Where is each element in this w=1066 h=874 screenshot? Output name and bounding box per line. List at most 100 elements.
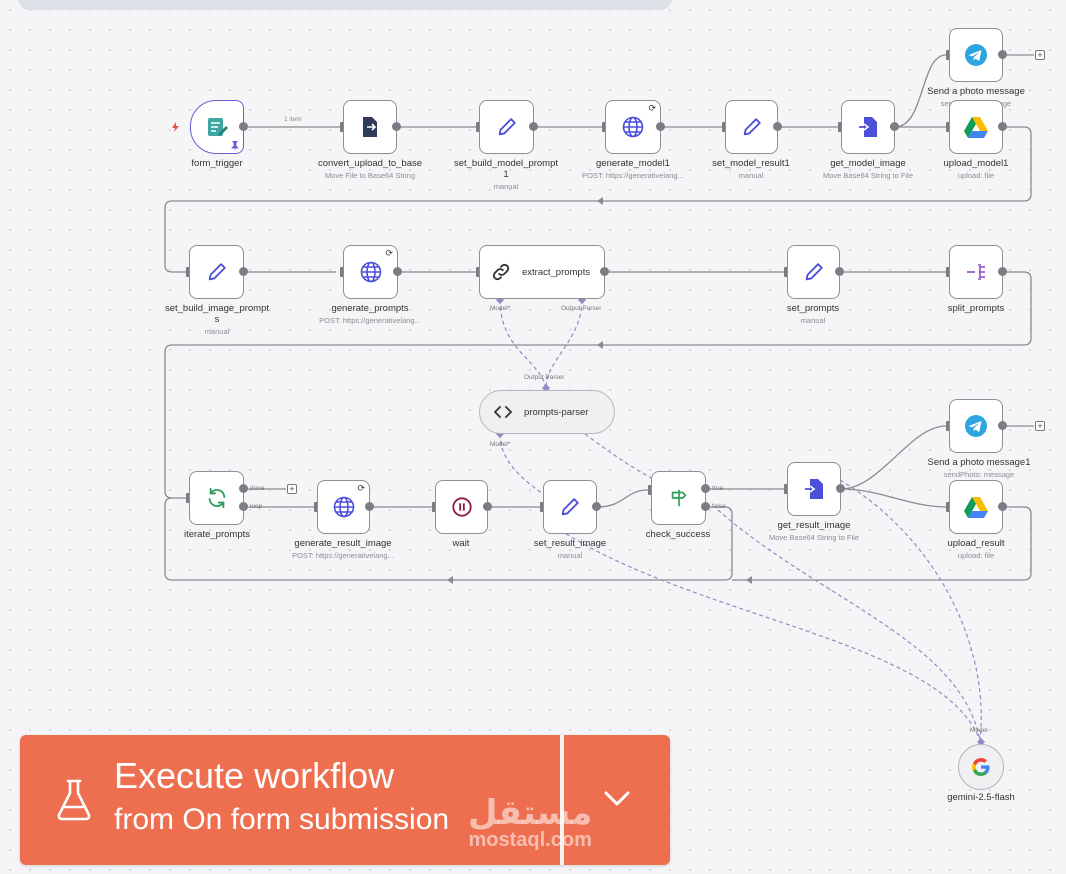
edge-setresult-check	[596, 489, 649, 508]
refresh-icon: ⟳	[648, 103, 656, 113]
item-count-label: 1 item	[284, 116, 302, 123]
execute-options-dropdown[interactable]	[564, 735, 670, 865]
output-port-loop[interactable]	[239, 502, 248, 511]
input-port[interactable]	[602, 122, 606, 132]
input-port[interactable]	[946, 267, 950, 277]
output-port[interactable]	[529, 122, 538, 131]
node-upload-model1[interactable]	[949, 100, 1003, 154]
edge-setresult-gemini	[559, 529, 981, 741]
node-title: extract_prompts	[522, 266, 591, 278]
execute-workflow-button[interactable]: Execute workflow from On form submission	[20, 735, 560, 865]
edge-getresult-telegram1	[840, 425, 947, 490]
split-icon	[967, 264, 985, 280]
output-port[interactable]	[600, 267, 609, 276]
edge-check-gemini	[717, 509, 981, 741]
edge-getmodel-telegram	[894, 54, 947, 128]
add-node-button[interactable]: +	[1035, 50, 1045, 60]
node-prompts-parser[interactable]: prompts-parser	[479, 390, 615, 434]
node-generate-model1[interactable]: ⟳	[605, 100, 661, 154]
output-port-true[interactable]	[701, 484, 710, 493]
input-port[interactable]	[432, 502, 436, 512]
node-convert-upload-to-base[interactable]	[343, 100, 397, 154]
input-port[interactable]	[784, 484, 788, 494]
node-gemini-flash[interactable]	[958, 744, 1004, 790]
output-port-done[interactable]	[239, 484, 248, 493]
node-set-prompts[interactable]	[787, 245, 840, 299]
output-port[interactable]	[836, 484, 845, 493]
input-port[interactable]	[340, 267, 344, 277]
google-icon	[972, 758, 990, 776]
output-port[interactable]	[365, 502, 374, 511]
output-port[interactable]	[998, 122, 1007, 131]
node-send-photo-message1[interactable]	[949, 399, 1003, 453]
node-form-trigger[interactable]	[190, 100, 244, 154]
node-set-build-model-prompt1[interactable]	[479, 100, 534, 154]
edge-extract-model	[499, 299, 547, 389]
node-label: iterate_prompts	[183, 529, 250, 540]
convert-file-icon	[859, 117, 877, 137]
output-port[interactable]	[239, 122, 248, 131]
output-port[interactable]	[998, 502, 1007, 511]
input-port[interactable]	[946, 122, 950, 132]
input-port[interactable]	[946, 421, 950, 431]
input-port[interactable]	[340, 122, 344, 132]
button-divider	[560, 735, 564, 865]
output-port[interactable]	[483, 502, 492, 511]
node-send-photo-message[interactable]	[949, 28, 1003, 82]
execute-workflow-button-group: Execute workflow from On form submission	[20, 735, 670, 865]
add-node-button[interactable]: +	[1035, 421, 1045, 431]
google-drive-icon	[964, 497, 988, 518]
input-port[interactable]	[540, 502, 544, 512]
node-get-model-image[interactable]	[841, 100, 895, 154]
node-set-result-image[interactable]	[543, 480, 597, 534]
google-drive-icon	[964, 117, 988, 138]
input-port[interactable]	[186, 493, 190, 503]
signpost-icon	[671, 489, 686, 507]
output-port[interactable]	[890, 122, 899, 131]
input-port[interactable]	[946, 502, 950, 512]
node-check-success[interactable]	[651, 471, 706, 525]
input-port[interactable]	[186, 267, 190, 277]
node-iterate-prompts[interactable]	[189, 471, 244, 525]
node-generate-result-image[interactable]: ⟳	[317, 480, 370, 534]
edge-upload-loop	[732, 506, 1032, 581]
node-upload-result[interactable]	[949, 480, 1003, 534]
input-port[interactable]	[784, 267, 788, 277]
pencil-icon	[561, 498, 579, 516]
node-extract-prompts[interactable]: extract_prompts	[479, 245, 605, 299]
input-port[interactable]	[314, 502, 318, 512]
node-wait[interactable]	[435, 480, 488, 534]
output-port[interactable]	[998, 421, 1007, 430]
form-icon	[208, 118, 228, 136]
output-port[interactable]	[393, 267, 402, 276]
input-port[interactable]	[476, 267, 480, 277]
add-node-button[interactable]: +	[287, 484, 297, 494]
output-port[interactable]	[239, 267, 248, 276]
input-port[interactable]	[946, 50, 950, 60]
input-port[interactable]	[838, 122, 842, 132]
output-port[interactable]	[835, 267, 844, 276]
node-generate-prompts[interactable]: ⟳	[343, 245, 398, 299]
output-port[interactable]	[592, 502, 601, 511]
globe-icon	[622, 116, 644, 138]
node-label: form_trigger	[191, 158, 243, 169]
output-port[interactable]	[773, 122, 782, 131]
flask-icon	[57, 779, 91, 821]
input-port[interactable]	[476, 122, 480, 132]
input-port[interactable]	[648, 485, 652, 495]
port-label-output-parser: Output Parser	[524, 374, 565, 381]
node-set-build-image-prompts[interactable]	[189, 245, 244, 299]
pause-icon	[451, 497, 472, 517]
output-port[interactable]	[998, 50, 1007, 59]
output-port[interactable]	[392, 122, 401, 131]
output-port[interactable]	[998, 267, 1007, 276]
node-get-result-image[interactable]	[787, 462, 841, 516]
node-split-prompts[interactable]	[949, 245, 1003, 299]
refresh-icon: ⟳	[357, 483, 365, 493]
input-port[interactable]	[722, 122, 726, 132]
output-port-false[interactable]	[701, 502, 710, 511]
chevron-down-icon	[604, 791, 630, 806]
output-port[interactable]	[656, 122, 665, 131]
node-set-model-result1[interactable]	[725, 100, 778, 154]
